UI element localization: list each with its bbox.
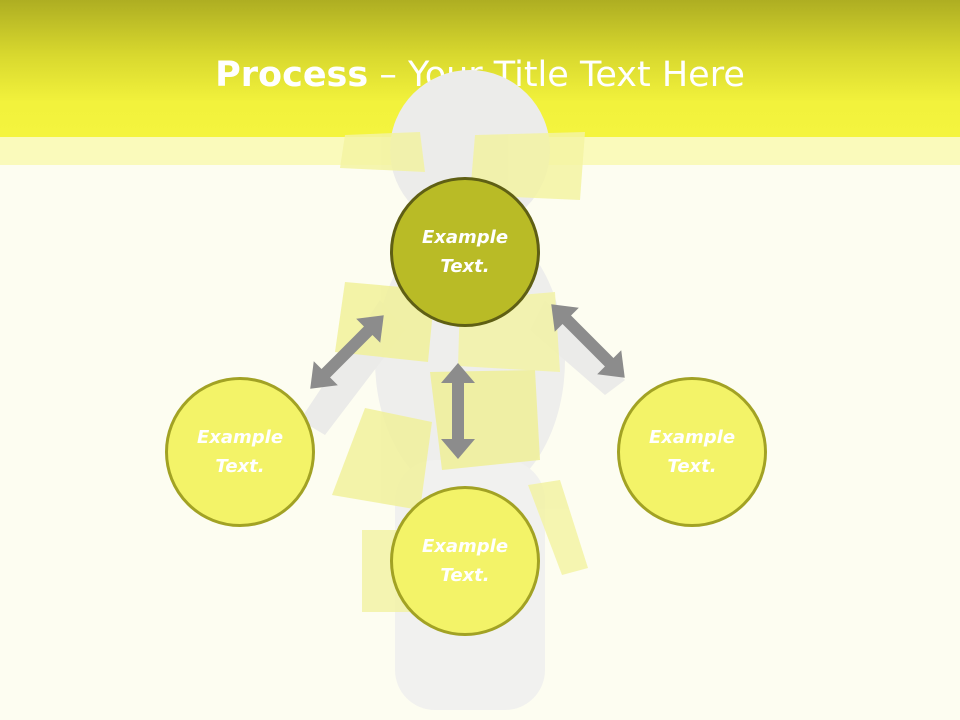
- process-node-left-label: Example Text.: [196, 427, 284, 477]
- arrow-top-right: [551, 304, 625, 378]
- process-node-right: Example Text.: [617, 377, 767, 527]
- process-node-bottom-label: Example Text.: [421, 536, 509, 586]
- process-node-left: Example Text.: [165, 377, 315, 527]
- process-node-top-label: Example Text.: [421, 227, 509, 277]
- process-node-bottom: Example Text.: [390, 486, 540, 636]
- title-bold-part: Process: [215, 55, 369, 95]
- arrow-vertical: [441, 363, 475, 459]
- process-node-right-label: Example Text.: [648, 427, 736, 477]
- process-node-top: Example Text.: [390, 177, 540, 327]
- arrow-top-left: [310, 315, 384, 389]
